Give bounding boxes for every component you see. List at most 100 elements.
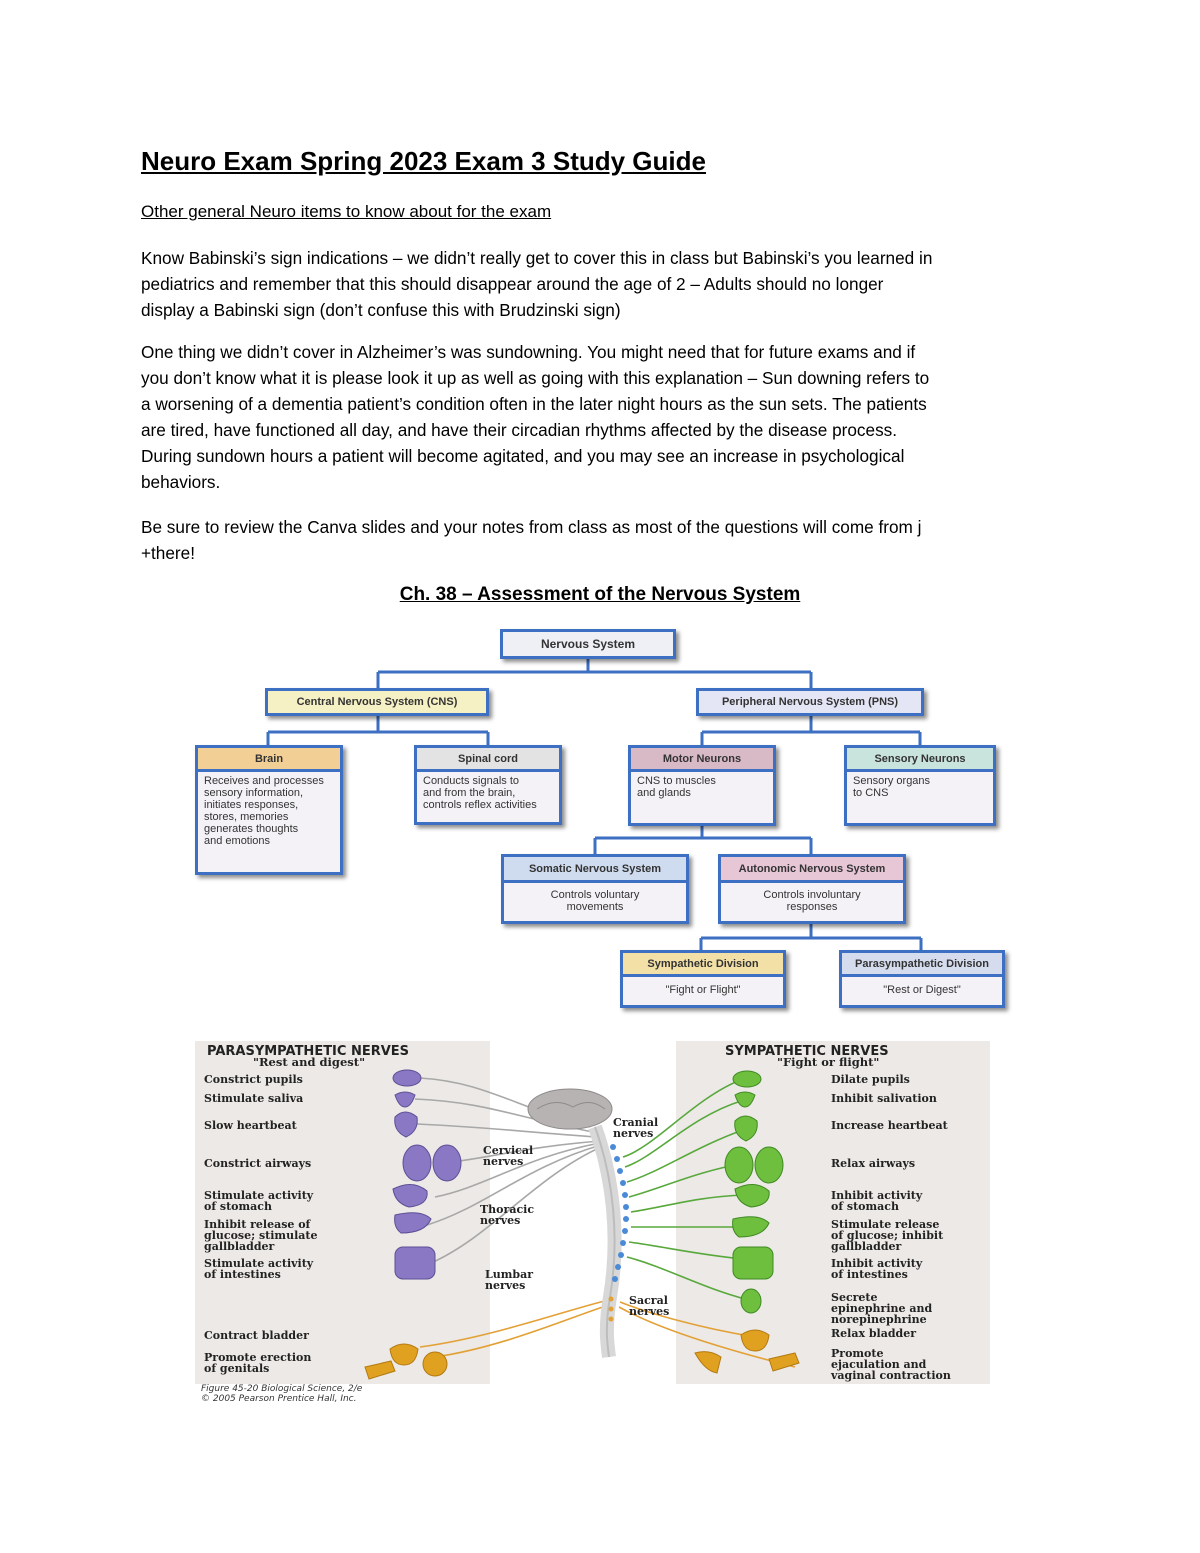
section-subheading: Other general Neuro items to know about … <box>141 202 552 221</box>
box-brain: Brain Receives and processes sensory inf… <box>195 745 343 875</box>
box-label: Nervous System <box>540 637 636 651</box>
sympathetic-subtitle: "Fight or flight" <box>777 1055 880 1069</box>
label-line: Constrict airways <box>204 1157 312 1170</box>
label-line: nerves <box>629 1305 670 1318</box>
box-label: Central Nervous System (CNS) <box>296 696 458 708</box>
body-line: CNS to muscles <box>637 775 716 787</box>
sympathetic-ganglia-chain <box>610 1144 629 1282</box>
label-line: Stimulate activity <box>204 1189 314 1202</box>
label-line: Inhibit activity <box>831 1257 923 1270</box>
para-label: Contract bladder <box>204 1330 309 1341</box>
label-line: of stomach <box>831 1200 899 1213</box>
eye-icon <box>392 1069 422 1087</box>
nervous-system-diagram: Nervous System Central Nervous System (C… <box>188 624 1014 1016</box>
lung-right-icon <box>754 1146 784 1184</box>
body-line: to CNS <box>853 787 889 799</box>
body-line: controls reflex activities <box>423 799 537 811</box>
box-body: Conducts signals to and from the brain, … <box>417 772 559 814</box>
box-body: "Fight or Flight" <box>623 977 783 999</box>
box-nervous-system: Nervous System <box>500 629 676 659</box>
parasympathetic-subtitle: "Rest and digest" <box>253 1055 366 1069</box>
brain-icon <box>527 1088 613 1130</box>
label-line: Secrete <box>831 1291 878 1304</box>
nerve-illustration <box>364 1069 800 1380</box>
box-somatic-nervous-system: Somatic Nervous System Controls voluntar… <box>501 854 689 924</box>
box-spinal-cord: Spinal cord Conducts signals to and from… <box>414 745 562 825</box>
label-line: Stimulate activity <box>204 1257 314 1270</box>
body-line: movements <box>566 901 624 913</box>
salivary-gland-icon <box>734 1091 756 1108</box>
label-line: Thoracic <box>480 1203 535 1216</box>
body-line: Conducts signals to <box>423 775 519 787</box>
label-line: nerves <box>480 1214 521 1227</box>
label-line: Contract bladder <box>204 1329 309 1342</box>
label-line: Lumbar <box>485 1268 533 1281</box>
label-line: of glucose; inhibit <box>831 1229 944 1242</box>
label-line: Relax airways <box>831 1157 916 1170</box>
box-header: Somatic Nervous System <box>504 857 686 883</box>
text-line: Be sure to review the Canva slides and y… <box>141 517 922 537</box>
chapter-heading: Ch. 38 – Assessment of the Nervous Syste… <box>399 584 801 605</box>
body-line: and emotions <box>204 835 271 847</box>
credit-line: © 2005 Pearson Prentice Hall, Inc. <box>201 1394 357 1404</box>
para-label: Constrict pupils <box>204 1074 303 1085</box>
body-line: stores, memories <box>204 811 289 823</box>
box-body: CNS to muscles and glands <box>631 772 773 802</box>
page-title: Neuro Exam Spring 2023 Exam 3 Study Guid… <box>141 146 706 176</box>
lung-left-icon <box>724 1146 754 1184</box>
label-line: Cervical <box>483 1144 534 1157</box>
review-paragraph: Be sure to review the Canva slides and y… <box>141 514 1071 566</box>
box-sensory-neurons: Sensory Neurons Sensory organs to CNS <box>844 745 996 826</box>
para-label: Stimulate saliva <box>204 1093 303 1104</box>
text-line: Know Babinski’s sign indications – we di… <box>141 248 933 268</box>
stomach-icon <box>734 1184 770 1208</box>
parasympathetic-title: PARASYMPATHETIC NERVES <box>207 1044 410 1059</box>
symp-label: Increase heartbeat <box>831 1120 948 1131</box>
box-header: Spinal cord <box>417 748 559 772</box>
label-line: ejaculation and <box>831 1358 927 1371</box>
label-line: of stomach <box>204 1200 272 1213</box>
text-line: During sundown hours a patient will beco… <box>141 446 905 466</box>
label-line: Stimulate release <box>831 1218 940 1231</box>
box-header: Brain <box>198 748 340 772</box>
text-line: a worsening of a dementia patient’s cond… <box>141 394 927 414</box>
label-line: of intestines <box>831 1268 908 1281</box>
box-motor-neurons: Motor Neurons CNS to muscles and glands <box>628 745 776 826</box>
label-line: Promote erection <box>204 1351 312 1364</box>
label-line: Cranial <box>613 1116 659 1129</box>
label-line: nerves <box>485 1279 526 1292</box>
box-parasympathetic-division: Parasympathetic Division "Rest or Digest… <box>839 950 1005 1008</box>
sympathetic-title: SYMPATHETIC NERVES <box>725 1044 889 1059</box>
body-line: and glands <box>637 787 691 799</box>
label-line: Inhibit activity <box>831 1189 923 1202</box>
sympathetic-panel <box>676 1041 990 1384</box>
intestines-icon <box>394 1246 436 1280</box>
text-line: +there! <box>141 543 195 563</box>
text-line: One thing we didn’t cover in Alzheimer’s… <box>141 342 916 362</box>
penis-icon <box>364 1360 396 1380</box>
label-line: gallbladder <box>204 1240 275 1253</box>
label-line: Relax bladder <box>831 1327 917 1340</box>
lung-left-icon <box>402 1144 432 1182</box>
label-line: glucose; stimulate <box>204 1229 318 1242</box>
box-header: Parasympathetic Division <box>842 953 1002 977</box>
parasympathetic-organs <box>392 1069 462 1280</box>
body-line: Controls involuntary <box>763 889 861 901</box>
sundowning-paragraph: One thing we didn’t cover in Alzheimer’s… <box>141 339 1071 495</box>
box-body: Receives and processes sensory informati… <box>198 772 340 850</box>
box-pns: Peripheral Nervous System (PNS) <box>696 688 924 716</box>
label-line: vaginal contraction <box>831 1369 951 1382</box>
body-line: Receives and processes <box>204 775 324 787</box>
para-label: Constrict airways <box>204 1158 311 1169</box>
parasympathetic-panel <box>195 1041 490 1384</box>
symp-label: Inhibit salivation <box>831 1093 937 1104</box>
